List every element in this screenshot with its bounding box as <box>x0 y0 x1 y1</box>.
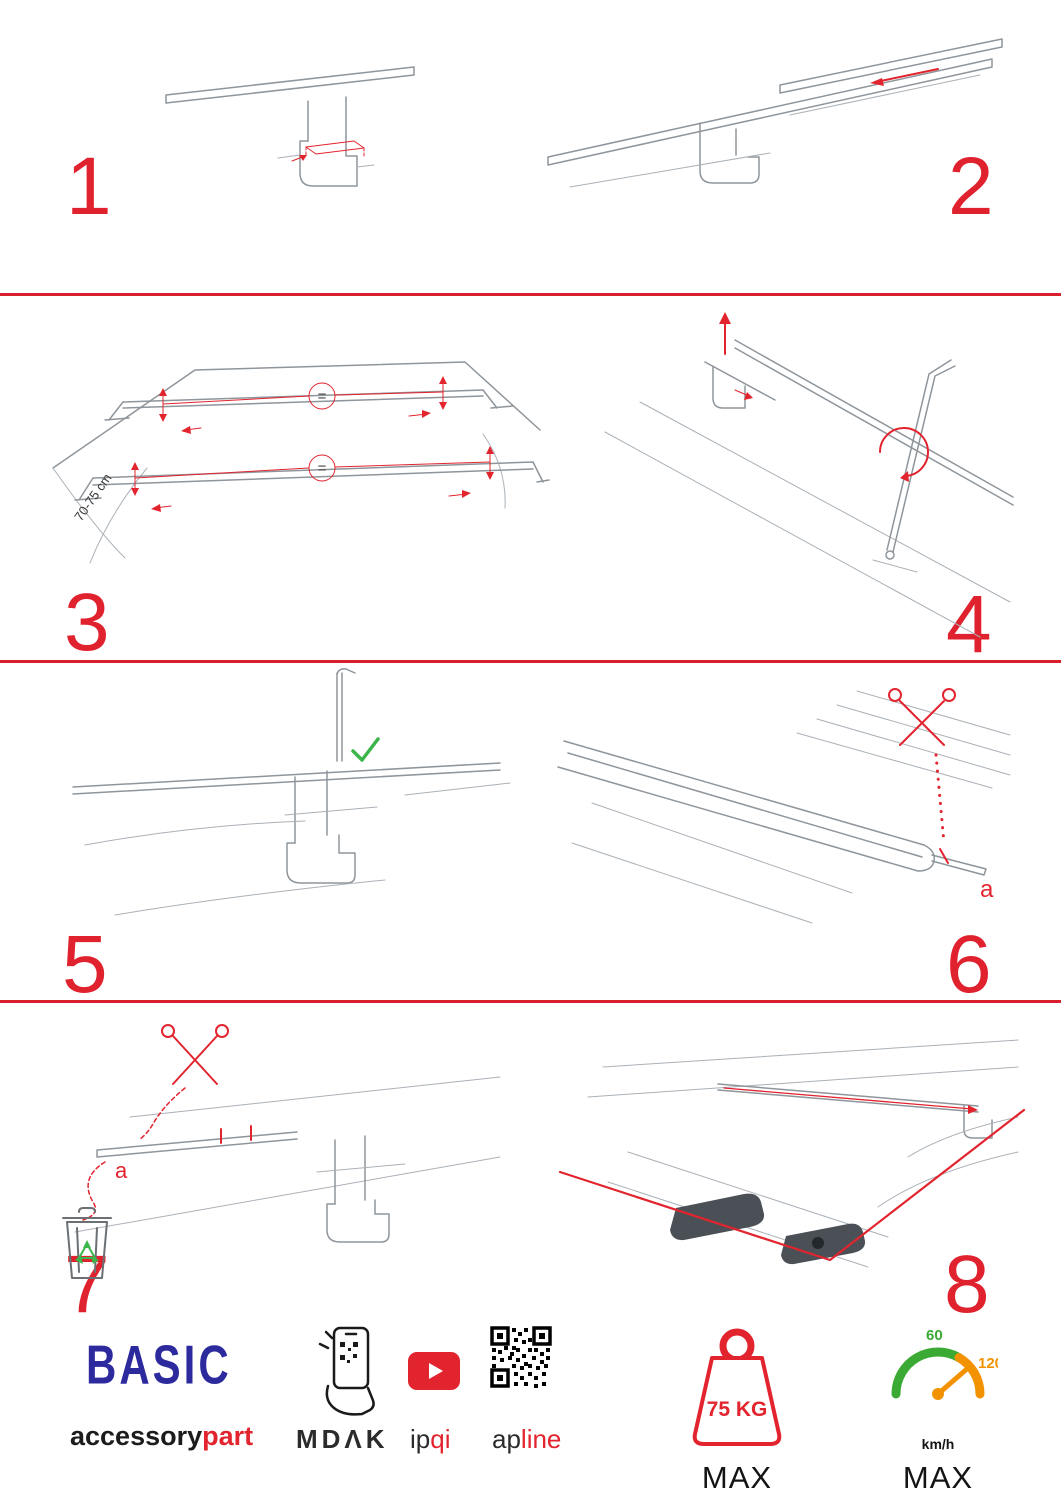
section-divider-2 <box>0 660 1061 663</box>
brand-subtitle-red: part <box>202 1421 254 1451</box>
bolt-and-clamp-drawing <box>72 668 511 916</box>
equal-spacing-label-2: = <box>318 460 327 477</box>
step-6-illustration: a <box>557 688 1011 924</box>
speedometer-icon: 60 120 <box>891 1327 998 1400</box>
step-2-illustration <box>547 38 1003 188</box>
step-5-number: 5 <box>62 919 108 1010</box>
step-1-number: 1 <box>66 141 112 232</box>
rubber-pad-marker <box>291 140 365 162</box>
speed-unit-label: km/h <box>921 1436 955 1452</box>
strip-trimming-drawing <box>74 1076 501 1243</box>
trash-bin-icon <box>62 1207 112 1279</box>
brand-logo: BASIC <box>86 1334 232 1396</box>
speed-high-label: 120 <box>978 1355 998 1372</box>
weight-value-label: 75 KG <box>707 1398 768 1421</box>
step-6-number: 6 <box>946 919 992 1010</box>
scissors-icon <box>888 688 956 746</box>
partner-apline-label: apline <box>492 1424 561 1455</box>
weight-max-label: MAX <box>701 1460 773 1495</box>
cut-thread <box>138 1087 186 1141</box>
partner-mdak-label: MDΛK <box>296 1424 389 1454</box>
youtube-icon <box>408 1352 460 1390</box>
speed-low-label: 60 <box>926 1327 943 1344</box>
step-3-illustration: = = 70-75 cm <box>52 361 550 564</box>
cut-marks <box>220 1125 252 1144</box>
dimension-marks <box>131 376 494 512</box>
step-4-illustration <box>604 312 1014 638</box>
strip-piece-label: a <box>115 1158 128 1183</box>
step-8-number: 8 <box>944 1239 990 1330</box>
recycle-icon <box>75 1240 99 1264</box>
roof-rail-drawing <box>165 66 415 187</box>
strip-end-label: a <box>980 876 994 903</box>
step-1-illustration <box>165 66 415 187</box>
crossbar-drawing <box>547 38 1003 188</box>
speed-max-label: MAX <box>902 1460 974 1495</box>
aero-bar-drawing <box>557 690 1011 924</box>
scan-phone-icon <box>318 1326 375 1416</box>
tighten-arrows <box>719 312 929 482</box>
scissors-icon <box>161 1024 229 1085</box>
end-cap-parts <box>670 1193 866 1265</box>
apline-black: ap <box>492 1424 521 1454</box>
qr-code-icon <box>490 1326 552 1388</box>
apline-red: line <box>520 1424 562 1454</box>
cut-dots <box>934 753 946 845</box>
brand-subtitle: accessorypart <box>70 1421 253 1452</box>
step-3-number: 3 <box>64 577 110 668</box>
brand-subtitle-black: accessory <box>70 1421 203 1451</box>
section-divider-1 <box>0 293 1061 296</box>
step-8-illustration <box>558 1039 1026 1268</box>
step-7-illustration: a <box>62 1024 501 1279</box>
equal-spacing-label-1: = <box>318 388 327 405</box>
check-icon <box>351 737 380 762</box>
cut-mark <box>939 848 949 864</box>
callout-lines <box>558 1087 1026 1262</box>
step-2-number: 2 <box>948 141 994 232</box>
step-5-illustration <box>72 668 511 916</box>
ipqi-black: ip <box>410 1424 431 1454</box>
slide-arrow <box>870 68 939 86</box>
ipqi-red: qi <box>430 1424 451 1454</box>
discard-path <box>82 1161 106 1221</box>
roof-edge-drawing <box>604 339 1014 638</box>
section-divider-3 <box>0 1000 1061 1003</box>
partner-ipqi-label: ipqi <box>410 1424 451 1455</box>
allen-key-drawing <box>872 359 956 573</box>
max-weight-icon: 75 KG <box>692 1328 782 1446</box>
step-4-number: 4 <box>946 579 992 670</box>
